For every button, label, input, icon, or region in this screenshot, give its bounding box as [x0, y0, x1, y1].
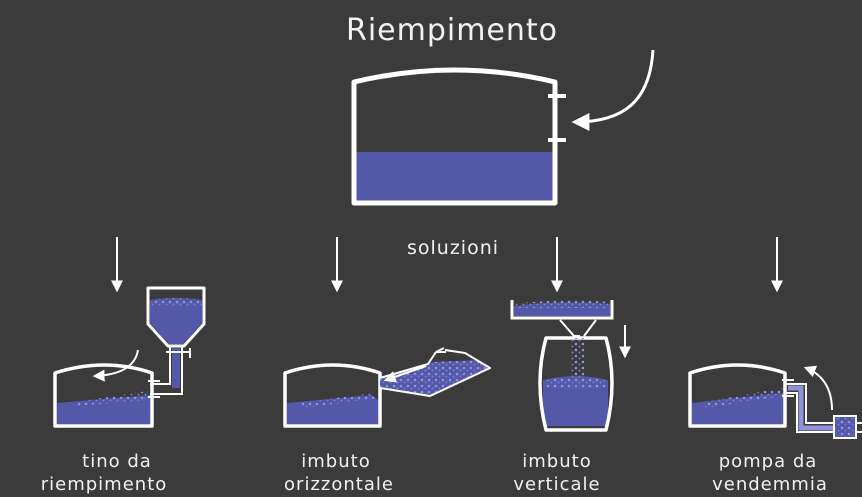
- solutions-label: soluzioni: [407, 237, 499, 259]
- diagram-title: Riempimento: [346, 13, 558, 48]
- hopper-outline: [146, 286, 206, 348]
- method-2-label-line2: orizzontale: [284, 474, 394, 495]
- hopper-valve: [166, 348, 191, 358]
- barrel-liquid: [543, 376, 608, 426]
- tray-particles: [514, 300, 610, 308]
- falling-particles: [570, 338, 584, 380]
- method-harvest-pump: [688, 363, 862, 439]
- method-4-label-line1: pompa da: [719, 451, 818, 472]
- fill-inlet-arrow: [571, 49, 655, 131]
- pump-particles: [836, 418, 854, 436]
- pump-pipe-outer: [786, 383, 834, 424]
- funnel-h-lip: [435, 347, 446, 353]
- main-tank-outline: [351, 67, 558, 206]
- hopper-particles: [150, 298, 202, 306]
- filling-arrow-1: [92, 349, 139, 382]
- vat-2-outline: [283, 363, 382, 428]
- main-tank: [351, 67, 566, 206]
- method-2-label-line1: imbuto: [301, 451, 370, 472]
- main-tank-liquid: [356, 152, 553, 202]
- vat-4-outline: [688, 363, 787, 428]
- vat-2-particles: [300, 393, 380, 408]
- method-vertical-funnel: [510, 300, 631, 432]
- pump-pipe-inner: [786, 392, 834, 433]
- method-horizontal-funnel: [283, 347, 491, 428]
- method-1-label-line2: riempimento: [41, 474, 168, 495]
- vat-4-particles: [705, 388, 788, 408]
- funnel-h-outline-bottom: [379, 349, 491, 397]
- method-1-label-line1: tino da: [82, 451, 152, 472]
- tray-outline: [510, 300, 614, 320]
- barrel-particles: [545, 377, 606, 388]
- funnel-h-particles: [380, 360, 488, 395]
- funnel-v-outline: [559, 319, 597, 337]
- pump-pipe-flow: [788, 385, 834, 431]
- hopper-liquid: [150, 298, 202, 344]
- filling-arrow-2: [383, 365, 427, 383]
- method-4-label-line2: vendemmia: [712, 474, 828, 495]
- method-3-label-line2: verticale: [513, 474, 600, 495]
- pipe-outer: [150, 346, 171, 385]
- method-filling-vat: [53, 286, 206, 428]
- method-3-label-line1: imbuto: [522, 451, 591, 472]
- vat-1-particles: [75, 391, 148, 406]
- vat-1-outline: [53, 363, 154, 428]
- pipe-inner: [150, 346, 183, 395]
- barrel-outline: [538, 336, 614, 432]
- filling-arrow-4: [803, 365, 833, 411]
